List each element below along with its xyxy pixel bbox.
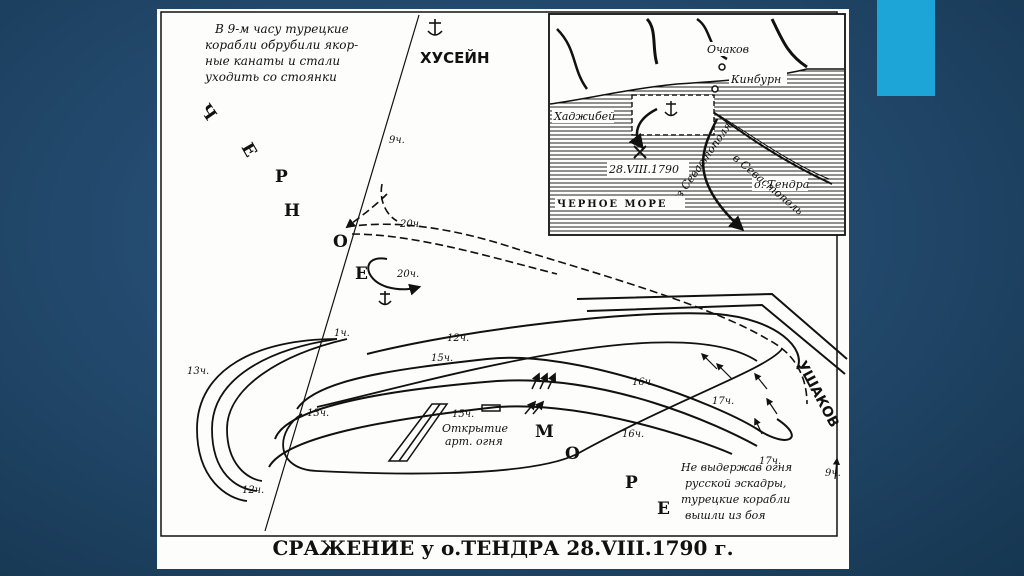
- anchor-icon: [378, 291, 392, 306]
- time-label: 20ч.: [399, 219, 422, 230]
- svg-text:корабли обрубили якор-: корабли обрубили якор-: [205, 38, 358, 52]
- svg-text:ЧЕРНОЕ МОРЕ: ЧЕРНОЕ МОРЕ: [557, 199, 667, 210]
- time-label: 13ч.: [187, 366, 209, 377]
- time-label: 9ч.: [389, 135, 405, 146]
- sea-letter: М: [535, 422, 554, 442]
- svg-text:уходить со стоянки: уходить со стоянки: [204, 70, 337, 84]
- svg-text:арт. огня: арт. огня: [445, 435, 503, 448]
- time-label: 13ч.: [307, 408, 329, 419]
- retreat-arrows: [700, 352, 841, 480]
- note-fire-opened: Открытие арт. огня: [442, 422, 509, 448]
- slide-accent-bar: [877, 0, 935, 96]
- battle-map-image: Ч Е Р Н О Е М О Р Е ХУСЕЙН УШАКОВ В 9-м …: [157, 9, 849, 569]
- svg-text:русской эскадры,: русской эскадры,: [685, 477, 786, 490]
- sea-letter: Р: [625, 473, 638, 493]
- russian-approach-lines: [576, 292, 848, 375]
- time-labels: 9ч. 20ч. 20ч. 1ч. 12ч. 15ч. 13ч. 13ч. 12…: [187, 135, 841, 496]
- russian-fleet-tracks: [268, 312, 800, 468]
- sea-letter: Е: [237, 140, 261, 161]
- place-kinburn: Кинбурн: [730, 73, 781, 86]
- svg-text:Открытие: Открытие: [442, 422, 509, 435]
- time-label: 12ч.: [242, 485, 264, 496]
- note-weighed-anchor: В 9-м часу турецкие корабли обрубили яко…: [204, 22, 358, 84]
- time-label: 16ч.: [632, 377, 654, 388]
- time-label: 20ч.: [396, 269, 419, 280]
- time-label: 17ч.: [759, 456, 781, 467]
- inset-place-labels: Очаков Кинбурн Хаджибей о. Тендра: [552, 42, 809, 191]
- inset-sea-label: ЧЕРНОЕ МОРЕ: [555, 196, 685, 210]
- time-label: 15ч.: [452, 409, 474, 420]
- time-label: 17ч.: [712, 396, 734, 407]
- turn-hook: [367, 257, 422, 296]
- place-tendra: о. Тендра: [754, 178, 809, 191]
- svg-text:ные канаты и стали: ные канаты и стали: [205, 54, 340, 68]
- place-ochakov: Очаков: [707, 43, 749, 56]
- svg-text:вышли из боя: вышли из боя: [685, 509, 766, 522]
- time-label: 16ч.: [622, 429, 644, 440]
- sea-letter: Е: [355, 264, 368, 284]
- dashed-tracks: [345, 183, 808, 405]
- place-khadzhibey: Хаджибей: [553, 110, 615, 123]
- sea-letter: Р: [275, 167, 288, 187]
- artillery-fire-arrows: [387, 372, 557, 462]
- battle-date: 28.VIII.1790: [608, 163, 679, 176]
- turkish-fleet-tracks: [196, 338, 783, 502]
- turkish-commander-label: ХУСЕЙН: [420, 48, 490, 67]
- time-label: 12ч.: [447, 333, 469, 344]
- time-label: 9ч.: [825, 468, 841, 479]
- svg-text:В 9-м часу турецкие: В 9-м часу турецкие: [214, 22, 349, 36]
- anchor-icon: [427, 19, 443, 36]
- time-label: 15ч.: [431, 353, 453, 364]
- sea-letter: О: [333, 232, 348, 252]
- sea-letter: О: [565, 444, 580, 464]
- map-frame: [160, 11, 838, 537]
- russian-commander-label: УШАКОВ: [793, 358, 841, 430]
- map-caption: СРАЖЕНИЕ у о.ТЕНДРА 28.VIII.1790 г.: [272, 536, 733, 560]
- sea-letter: Н: [284, 201, 300, 221]
- time-label: 1ч.: [334, 328, 350, 339]
- note-turks-withdrew: Не выдержав огня русской эскадры, турецк…: [680, 461, 792, 522]
- sea-letter: Е: [657, 499, 670, 519]
- sea-letter: Ч: [195, 100, 220, 124]
- svg-text:Не выдержав огня: Не выдержав огня: [680, 461, 792, 474]
- meridian-line: [264, 14, 420, 532]
- svg-text:турецкие корабли: турецкие корабли: [681, 493, 790, 506]
